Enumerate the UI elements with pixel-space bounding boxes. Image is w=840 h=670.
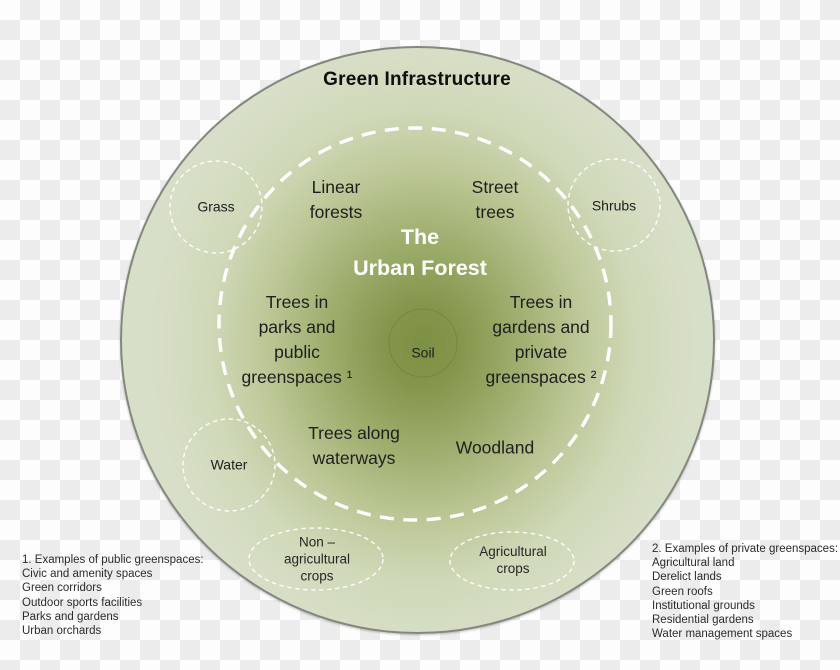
- footnote-public-title: 1. Examples of public greenspaces:: [22, 554, 204, 566]
- label-street-trees: Street trees: [471, 177, 519, 222]
- footnote-public-greenspaces: 1. Examples of public greenspaces: Civic…: [22, 553, 204, 638]
- label-soil: Soil: [411, 344, 435, 361]
- label-trees-along-waterways: Trees along waterways: [308, 423, 400, 468]
- soil-circle: [388, 308, 458, 378]
- footnote-public-item: Parks and gardens: [22, 610, 119, 623]
- label-agricultural-crops: Agricultural crops: [479, 544, 547, 576]
- footnote-public-item: Outdoor sports facilities: [22, 596, 143, 609]
- label-shrubs: Shrubs: [591, 197, 637, 214]
- urban-forest-title: The Urban Forest: [353, 225, 487, 280]
- shrubs-circle: [567, 158, 661, 252]
- grass-circle: [169, 160, 263, 254]
- footnote-private-greenspaces: 2. Examples of private greenspaces: Agri…: [652, 542, 838, 641]
- footnote-private-item: Agricultural land: [652, 557, 735, 570]
- agricultural-crops-ellipse: [449, 531, 575, 591]
- diagram-title: Green Infrastructure: [323, 69, 511, 90]
- footnote-private-item: Institutional grounds: [652, 599, 755, 612]
- footnote-public-item: Urban orchards: [22, 625, 102, 638]
- label-woodland: Woodland: [455, 437, 535, 458]
- water-circle: [182, 418, 276, 512]
- footnote-public-item: Civic and amenity spaces: [22, 568, 153, 581]
- footnote-private-item: Water management spaces: [652, 628, 793, 641]
- footnote-private-title: 2. Examples of private greenspaces:: [652, 543, 839, 555]
- footnote-public-item: Green corridors: [22, 582, 102, 595]
- footnote-private-item: Residential gardens: [652, 614, 754, 627]
- footnote-private-item: Derelict lands: [652, 571, 722, 584]
- label-trees-gardens-private-greenspaces: Trees in gardens and private greenspaces…: [485, 292, 597, 387]
- label-linear-forests: Linear forests: [309, 177, 363, 222]
- urban-forest-dashed-circle: [217, 126, 613, 522]
- label-grass: Grass: [197, 198, 235, 215]
- non-agricultural-crops-ellipse: [248, 527, 384, 591]
- label-trees-parks-public-greenspaces: Trees in parks and public greenspaces ¹: [241, 292, 353, 387]
- label-non-agricultural-crops: Non – agricultural crops: [283, 534, 351, 584]
- label-water: Water: [210, 456, 248, 473]
- footnote-private-item: Green roofs: [652, 585, 713, 598]
